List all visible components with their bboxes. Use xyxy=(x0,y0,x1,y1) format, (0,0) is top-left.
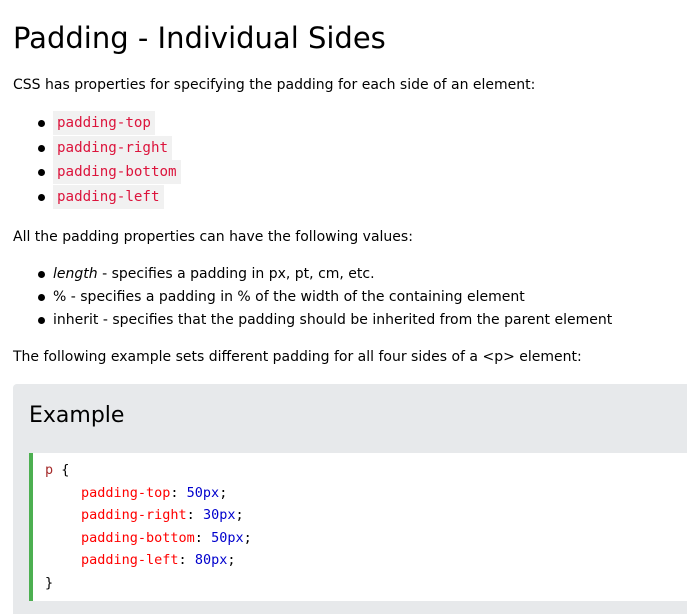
value-description: - specifies a padding in % of the width … xyxy=(66,289,525,305)
value-description: - specifies a padding in px, pt, cm, etc… xyxy=(97,266,375,282)
list-item: padding-bottom xyxy=(0,160,181,185)
example-box: Example p { padding-top: 50px; padding-r… xyxy=(13,384,687,614)
code-line: padding-top: 50px; xyxy=(81,485,228,501)
padding-values-list: length - specifies a padding in px, pt, … xyxy=(0,264,612,333)
list-item: % - specifies a padding in % of the widt… xyxy=(0,287,612,310)
example-title: Example xyxy=(29,403,125,428)
value-description: - specifies that the padding should be i… xyxy=(98,312,613,328)
bullet-icon xyxy=(38,169,45,177)
value-term: % xyxy=(53,289,67,305)
list-item: padding-left xyxy=(0,184,181,210)
bullet-icon xyxy=(38,271,45,278)
inline-code: padding-top xyxy=(53,111,155,135)
css-property: padding-left xyxy=(81,552,179,568)
list-item: inherit - specifies that the padding sho… xyxy=(0,310,612,333)
inline-code: padding-left xyxy=(53,184,164,209)
code-line: padding-right: 30px; xyxy=(81,507,244,523)
open-brace: { xyxy=(53,462,70,478)
value-term: length xyxy=(53,266,98,282)
css-property: padding-top xyxy=(81,485,171,501)
css-property: padding-bottom xyxy=(81,530,195,546)
code-line: padding-bottom: 50px; xyxy=(81,530,252,546)
example-intro-paragraph: The following example sets different pad… xyxy=(13,349,582,365)
code-block: p { padding-top: 50px; padding-right: 30… xyxy=(29,453,687,601)
code-line: } xyxy=(45,573,53,593)
css-selector: p xyxy=(45,462,54,478)
css-property: padding-right xyxy=(81,507,187,523)
bullet-icon xyxy=(38,120,45,127)
inline-code: padding-bottom xyxy=(53,160,181,185)
list-item: padding-top xyxy=(0,111,181,136)
list-item: length - specifies a padding in px, pt, … xyxy=(0,264,612,287)
code-line: padding-left: 80px; xyxy=(81,552,236,568)
bullet-icon xyxy=(38,144,45,152)
code-line: p { xyxy=(45,460,69,480)
css-value: 80px xyxy=(194,552,228,568)
bullet-icon xyxy=(38,193,45,201)
value-term: inherit xyxy=(53,312,99,328)
list-item: padding-right xyxy=(0,135,181,161)
css-value: 30px xyxy=(202,507,236,523)
bullet-icon xyxy=(38,317,45,324)
values-intro-paragraph: All the padding properties can have the … xyxy=(13,229,413,245)
padding-property-list: padding-top padding-right padding-bottom… xyxy=(0,111,181,209)
css-value: 50px xyxy=(211,530,244,546)
page-heading: Padding - Individual Sides xyxy=(13,21,386,55)
css-value: 50px xyxy=(186,485,220,501)
inline-code: padding-right xyxy=(53,135,173,160)
intro-paragraph: CSS has properties for specifying the pa… xyxy=(13,77,536,93)
close-brace: } xyxy=(45,575,54,591)
bullet-icon xyxy=(38,294,45,301)
